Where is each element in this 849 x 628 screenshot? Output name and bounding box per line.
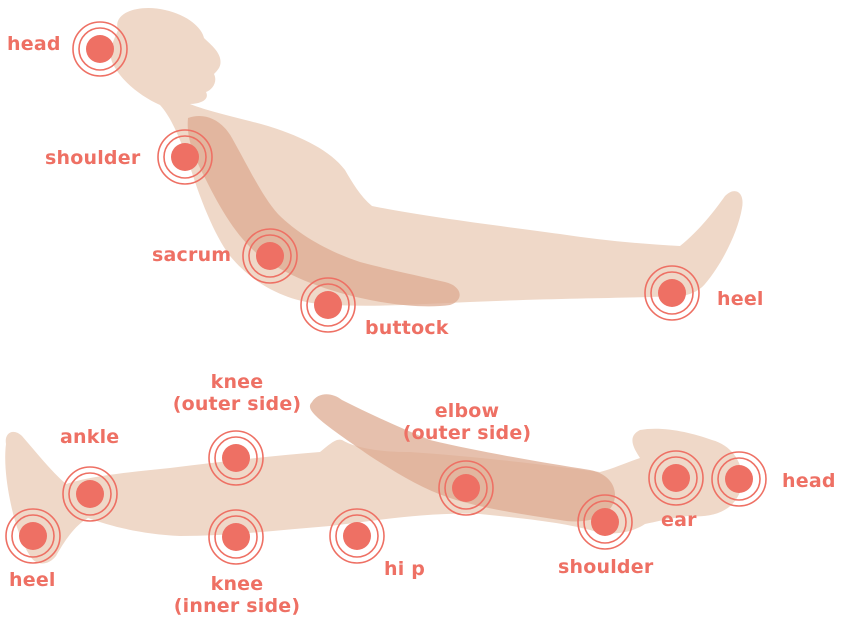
label-hip: hi p — [384, 558, 425, 580]
label-ankle: ankle — [60, 426, 119, 448]
label-sacrum: sacrum — [152, 244, 231, 266]
label-heel-top: heel — [717, 288, 764, 310]
label-knee-outer-line1: knee — [173, 371, 302, 393]
label-heel-bottom: heel — [9, 569, 56, 591]
label-knee-outer-line2: (outer side) — [173, 393, 302, 415]
label-ear: ear — [661, 509, 697, 531]
label-elbow-line1: elbow — [403, 400, 532, 422]
label-shoulder-top: shoulder — [45, 147, 140, 169]
label-buttock: buttock — [365, 317, 449, 339]
label-knee-outer: knee (outer side) — [173, 371, 302, 415]
label-head-bottom: head — [782, 470, 836, 492]
label-knee-inner-line2: (inner side) — [174, 595, 301, 617]
label-elbow-line2: (outer side) — [403, 422, 532, 444]
label-head-top: head — [7, 33, 61, 55]
label-elbow: elbow (outer side) — [403, 400, 532, 444]
label-shoulder-bottom: shoulder — [558, 556, 653, 578]
label-knee-inner: knee (inner side) — [174, 573, 301, 617]
label-knee-inner-line1: knee — [174, 573, 301, 595]
